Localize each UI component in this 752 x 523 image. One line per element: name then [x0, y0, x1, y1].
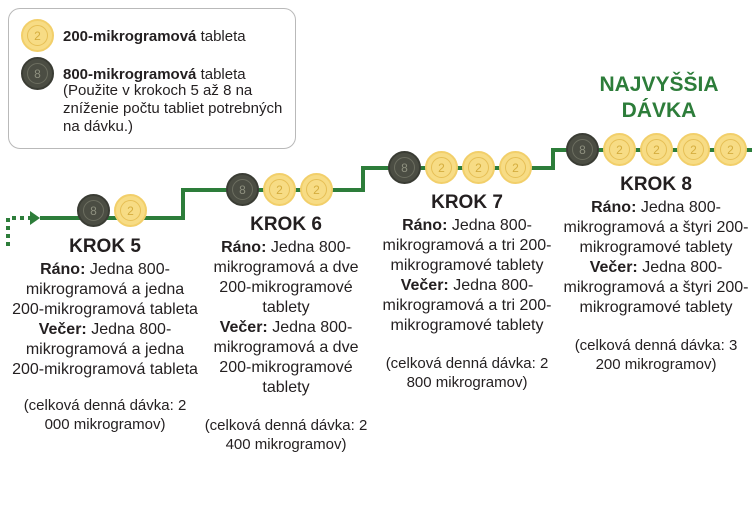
legend-800-note: (Použite v krokoch 5 až 8 na zníženie po…: [63, 82, 283, 135]
tablet-200-icon: 2: [714, 133, 747, 166]
step-evening: Večer: Jedna 800-mikrogramová a tri 200-…: [372, 276, 562, 336]
step-morning: Ráno: Jedna 800-mikrogramová a tri 200-m…: [372, 216, 562, 276]
legend-800-bold: 800-mikrogramová: [63, 66, 197, 83]
tablet-200-icon: 2: [499, 151, 532, 184]
legend-box: 2 200-mikrogramová tableta 8 800-mikrogr…: [8, 8, 296, 149]
highest-dose-label: NAJVYŠŠIA DÁVKA: [599, 73, 719, 122]
tablet-800-icon: 8: [388, 151, 421, 184]
evening-text: Jedna 800-mikrogramová a tri 200-mikrogr…: [382, 277, 552, 334]
tablet-800-icon: 8: [566, 133, 599, 166]
step-total: (celková denná dávka: 3 200 mikrogramov): [574, 337, 738, 373]
step-morning: Ráno: Jedna 800-mikrogramová a štyri 200…: [562, 198, 750, 258]
tablet-800-icon: 8: [226, 173, 259, 206]
step6-tablets: 8 2 2: [226, 173, 333, 206]
step-title: KROK 7: [431, 192, 503, 213]
step8-tablets: 8 2 2 2 2: [566, 133, 747, 166]
morning-text: Jedna 800-mikrogramová a štyri 200-mikro…: [563, 199, 749, 256]
step-morning: Ráno: Jedna 800-mikrogramová a jedna 200…: [12, 260, 198, 320]
step-total: (celková denná dávka: 2 400 mikrogramov): [204, 417, 368, 453]
legend-800-row: 8: [21, 57, 54, 90]
step-title: KROK 6: [250, 214, 322, 235]
tablet-200-icon: 2: [114, 194, 147, 227]
tablet-200-icon: 2: [603, 133, 636, 166]
tablet-200-icon: 2: [425, 151, 458, 184]
evening-label: Večer:: [38, 321, 87, 338]
legend-200-row: 2: [21, 19, 54, 52]
step-title: KROK 8: [620, 174, 692, 195]
tablet-800-icon: 8: [21, 57, 54, 90]
evening-label: Večer:: [589, 259, 638, 276]
staircase-line: [40, 148, 752, 220]
tablet-200-icon: 2: [21, 19, 54, 52]
tablet-200-icon: 2: [300, 173, 333, 206]
legend-800-text: 800-mikrogramová tableta: [63, 65, 246, 84]
evening-text: Jedna 800-mikrogramová a štyri 200-mikro…: [563, 259, 749, 316]
morning-label: Ráno:: [402, 217, 448, 234]
legend-800-rest: tableta: [196, 66, 246, 83]
step-evening: Večer: Jedna 800-mikrogramová a jedna 20…: [12, 320, 198, 380]
tablet-200-number: 2: [27, 25, 48, 46]
legend-200-text: 200-mikrogramová tableta: [63, 27, 246, 46]
morning-text: Jedna 800-mikrogramová a dve 200-mikrogr…: [213, 239, 359, 316]
staircase-arrow-head: [30, 211, 40, 225]
evening-text: Jedna 800-mikrogramová a jedna 200-mikro…: [12, 321, 198, 378]
step-7: KROK 7 Ráno: Jedna 800-mikrogramová a tr…: [372, 192, 562, 392]
step-6: KROK 6 Ráno: Jedna 800-mikrogramová a dv…: [200, 214, 372, 454]
morning-label: Ráno:: [40, 261, 86, 278]
step-8: KROK 8 Ráno: Jedna 800-mikrogramová a št…: [562, 174, 750, 374]
evening-label: Večer:: [400, 277, 449, 294]
step-total: (celková denná dávka: 2 000 mikrogramov): [23, 397, 187, 433]
step-evening: Večer: Jedna 800-mikrogramová a štyri 20…: [562, 258, 750, 318]
tablet-200-icon: 2: [462, 151, 495, 184]
step-5: KROK 5 Ráno: Jedna 800-mikrogramová a je…: [12, 236, 198, 434]
tablet-800-icon: 8: [77, 194, 110, 227]
staircase-dotted-line: [6, 216, 30, 246]
legend-200-bold: 200-mikrogramová: [63, 28, 197, 45]
evening-text: Jedna 800-mikrogramová a dve 200-mikrogr…: [213, 319, 359, 396]
legend-200-rest: tableta: [196, 28, 246, 45]
morning-text: Jedna 800-mikrogramová a jedna 200-mikro…: [12, 261, 198, 318]
tablet-200-icon: 2: [677, 133, 710, 166]
step-morning: Ráno: Jedna 800-mikrogramová a dve 200-m…: [200, 238, 372, 318]
morning-text: Jedna 800-mikrogramová a tri 200-mikrogr…: [382, 217, 552, 274]
morning-label: Ráno:: [221, 239, 267, 256]
step-evening: Večer: Jedna 800-mikrogramová a dve 200-…: [200, 318, 372, 398]
step-total: (celková denná dávka: 2 800 mikrogramov): [385, 355, 549, 391]
tablet-800-number: 8: [27, 63, 48, 84]
tablet-200-icon: 2: [640, 133, 673, 166]
step5-tablets: 8 2: [77, 194, 147, 227]
evening-label: Večer:: [219, 319, 268, 336]
step7-tablets: 8 2 2 2: [388, 151, 532, 184]
tablet-200-icon: 2: [263, 173, 296, 206]
morning-label: Ráno:: [591, 199, 637, 216]
step-title: KROK 5: [69, 236, 141, 257]
